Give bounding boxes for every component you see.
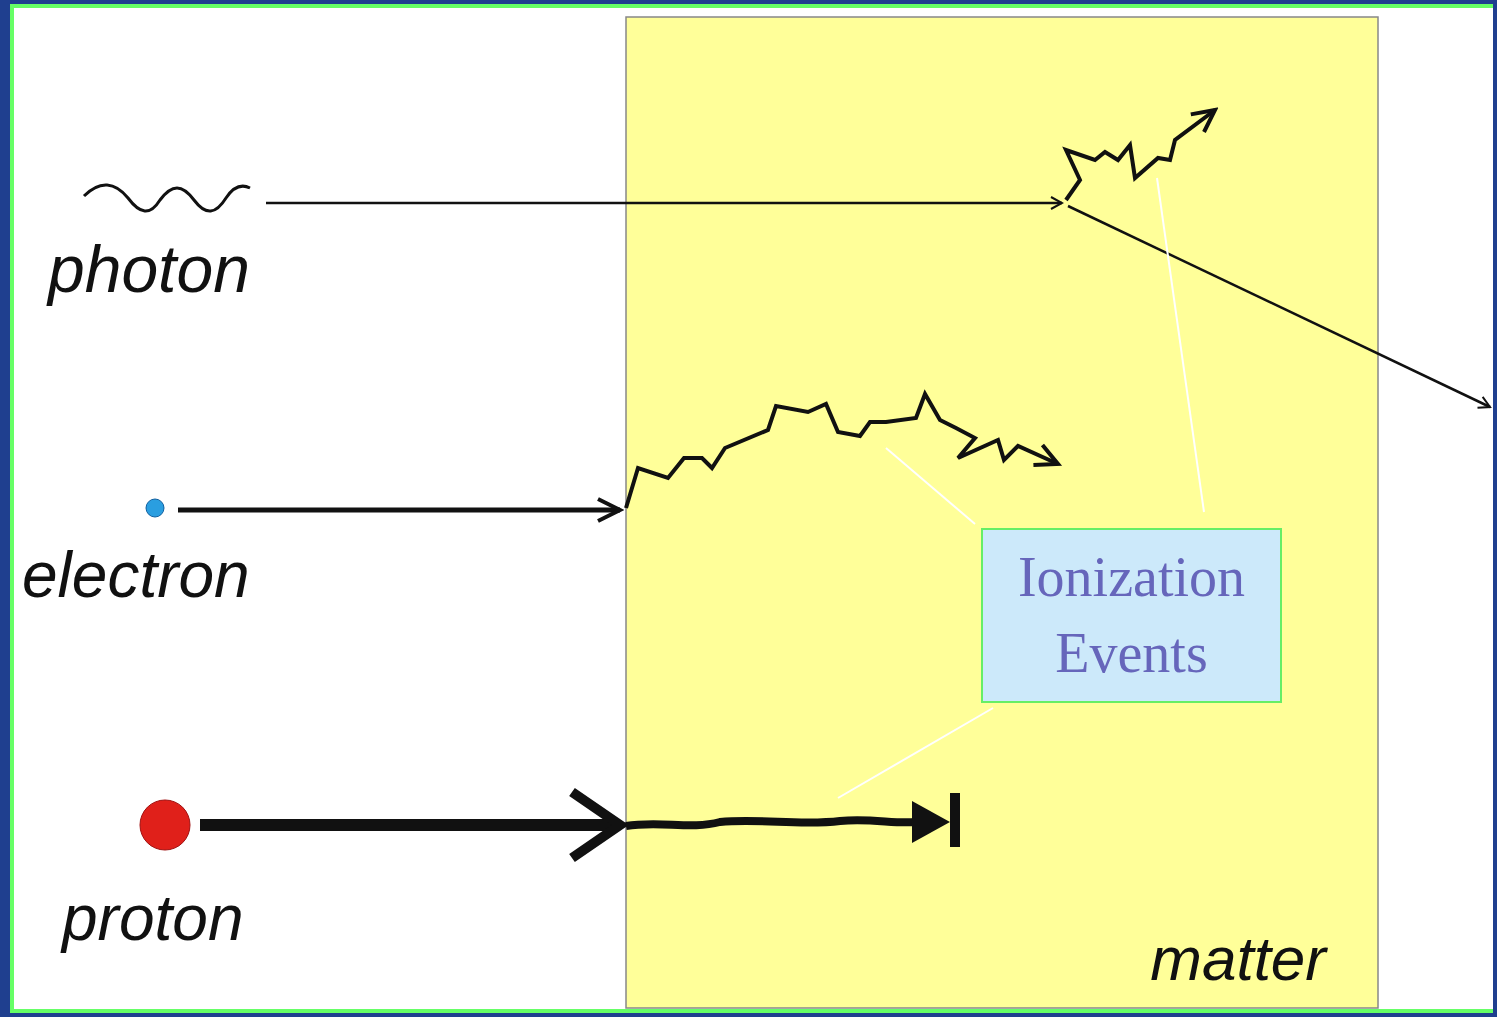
leader-line (1157, 178, 1204, 512)
matter-region: matter Ionization Events (626, 17, 1378, 1008)
leader-line (886, 448, 975, 524)
electron-zigzag (1066, 110, 1215, 200)
proton-stop-head (912, 801, 950, 843)
particle-label: photon (48, 236, 250, 302)
proton-path (626, 820, 915, 826)
proton-dot (140, 800, 190, 850)
scattered-photon (1068, 206, 1490, 407)
matter-region (626, 17, 1378, 1008)
particle-label: electron (22, 543, 250, 607)
leader-line (838, 708, 993, 798)
photon-wave (84, 185, 250, 211)
photon-track (266, 202, 1062, 205)
region-label: matter (1150, 928, 1326, 990)
proton-stop-bar (950, 793, 960, 847)
callout-text: Ionization Events (1007, 540, 1257, 691)
particle-label: proton (62, 886, 243, 950)
electron-track (178, 508, 620, 513)
electron-dot (146, 499, 164, 517)
callout-box: Ionization Events (981, 528, 1282, 703)
proton-track (200, 819, 612, 831)
electron-path (626, 394, 1058, 508)
proton-arrowhead (572, 792, 620, 858)
